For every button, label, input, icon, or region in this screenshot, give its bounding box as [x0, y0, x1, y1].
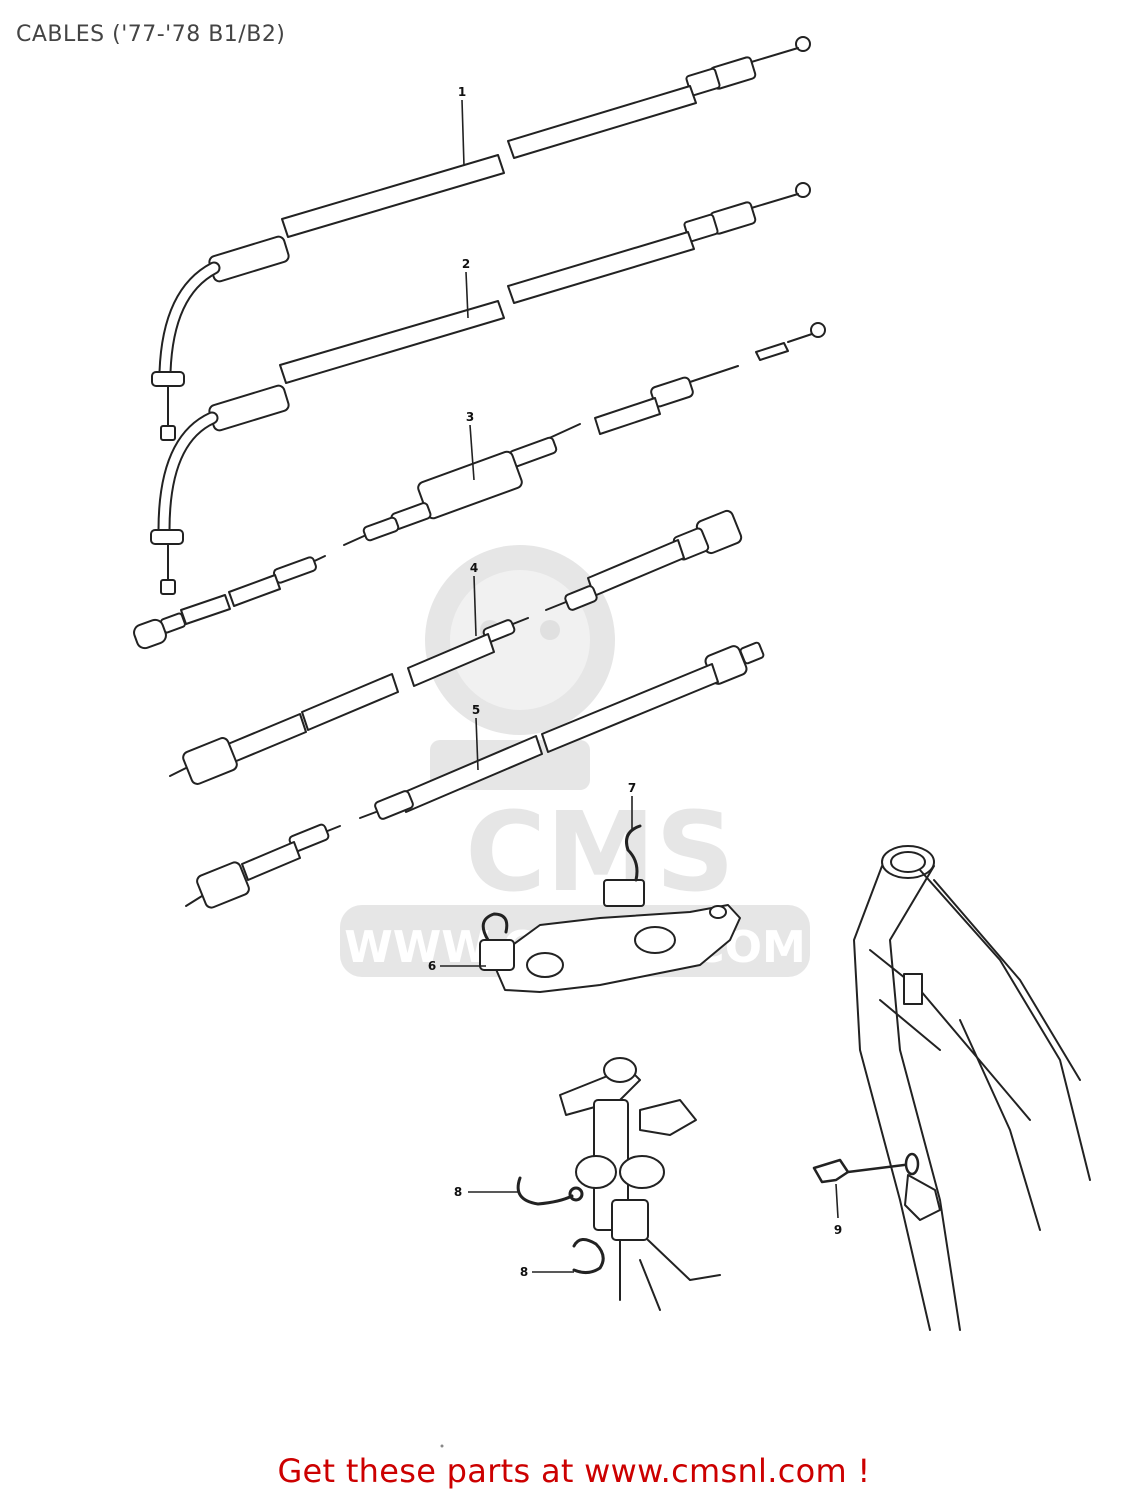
- callout-6: 6: [428, 959, 486, 973]
- part-8-clamp-lower: [572, 1238, 605, 1275]
- callout-6-label: 6: [428, 959, 436, 973]
- page-title: CABLES ('77-'78 B1/B2): [16, 22, 286, 47]
- frame: [853, 845, 1091, 1331]
- part-5-cable: [185, 641, 765, 909]
- footer-banner: Get these parts at www.cmsnl.com !: [277, 1452, 871, 1490]
- watermark-brand: CMS: [465, 788, 734, 916]
- part-3-cable: [133, 322, 826, 650]
- callout-2: 2: [462, 257, 470, 319]
- steering-stem: [559, 1057, 721, 1311]
- callout-4-label: 4: [470, 561, 478, 575]
- callout-3-label: 3: [466, 410, 474, 424]
- callout-1: 1: [458, 85, 466, 167]
- part-2-cable: [150, 182, 811, 595]
- callout-3: 3: [466, 410, 475, 481]
- callout-8-upper-label: 8: [454, 1185, 462, 1199]
- callout-5-label: 5: [472, 703, 480, 717]
- callout-7-label: 7: [628, 781, 636, 795]
- callout-1-label: 1: [458, 85, 466, 99]
- part-8-clamp-upper: [516, 1176, 584, 1206]
- part-4-cable: [169, 509, 743, 785]
- top-bracket-assembly: [479, 824, 741, 993]
- part-1-cable: [151, 36, 811, 441]
- callout-8-lower-label: 8: [520, 1265, 528, 1279]
- callout-9-label: 9: [834, 1223, 842, 1237]
- parts-diagram: CMS WWW.CMSNL.COM 1 2: [133, 36, 1091, 1448]
- callout-8-lower: 8: [520, 1265, 574, 1279]
- part-9-clamp: [812, 1152, 920, 1184]
- callout-9: 9: [834, 1183, 842, 1237]
- callout-7: 7: [628, 781, 636, 830]
- callout-8-upper: 8: [454, 1185, 518, 1199]
- callout-2-label: 2: [462, 257, 470, 271]
- callout-4: 4: [470, 561, 478, 637]
- callout-5: 5: [472, 703, 480, 771]
